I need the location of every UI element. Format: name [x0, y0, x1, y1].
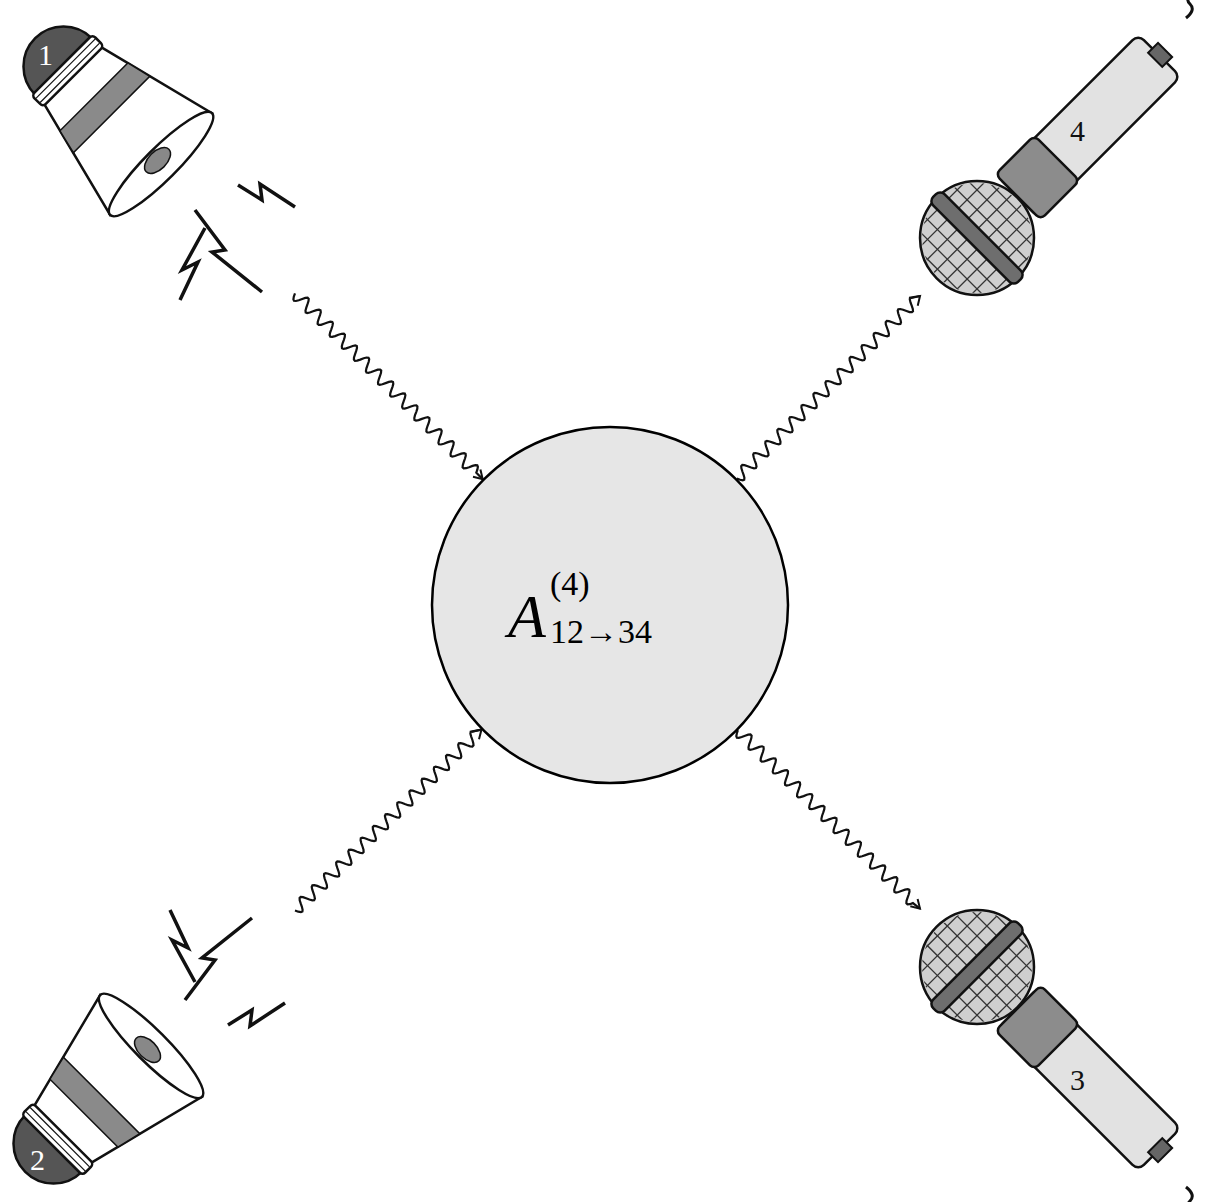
microphone-3-art	[892, 882, 1207, 1202]
wave-connector	[736, 730, 920, 908]
microphone-4-art	[892, 0, 1207, 323]
wave-line	[737, 296, 920, 480]
subscript: 12→34	[550, 615, 652, 649]
amplitude-symbol: A	[508, 585, 546, 647]
callout-number: 4	[1070, 116, 1085, 146]
callout-number: 1	[38, 40, 53, 70]
wave-line	[293, 293, 482, 479]
wave-line	[295, 730, 482, 913]
wave-connector	[737, 296, 920, 480]
circle-outline	[430, 425, 790, 785]
microphone-node: 4	[920, 0, 1216, 297]
wave-line	[736, 730, 920, 908]
amplitude-circle: A(4) 12→34	[430, 425, 790, 785]
megaphone-node: 2	[0, 905, 295, 1202]
wave-connector	[295, 730, 482, 913]
callout-number: 3	[1070, 1065, 1085, 1095]
superscript: (4)	[550, 567, 590, 601]
callout-number: 2	[30, 1145, 45, 1175]
microphone-node: 3	[920, 905, 1216, 1202]
arrow-head	[910, 296, 920, 306]
megaphone-1-art	[0, 0, 295, 300]
megaphone-2-art	[0, 910, 285, 1202]
wave-connector	[293, 293, 482, 479]
arrow-head	[472, 730, 482, 740]
megaphone-node: 1	[0, 0, 295, 295]
arrow-head	[910, 899, 920, 909]
arrow-head	[473, 469, 483, 479]
